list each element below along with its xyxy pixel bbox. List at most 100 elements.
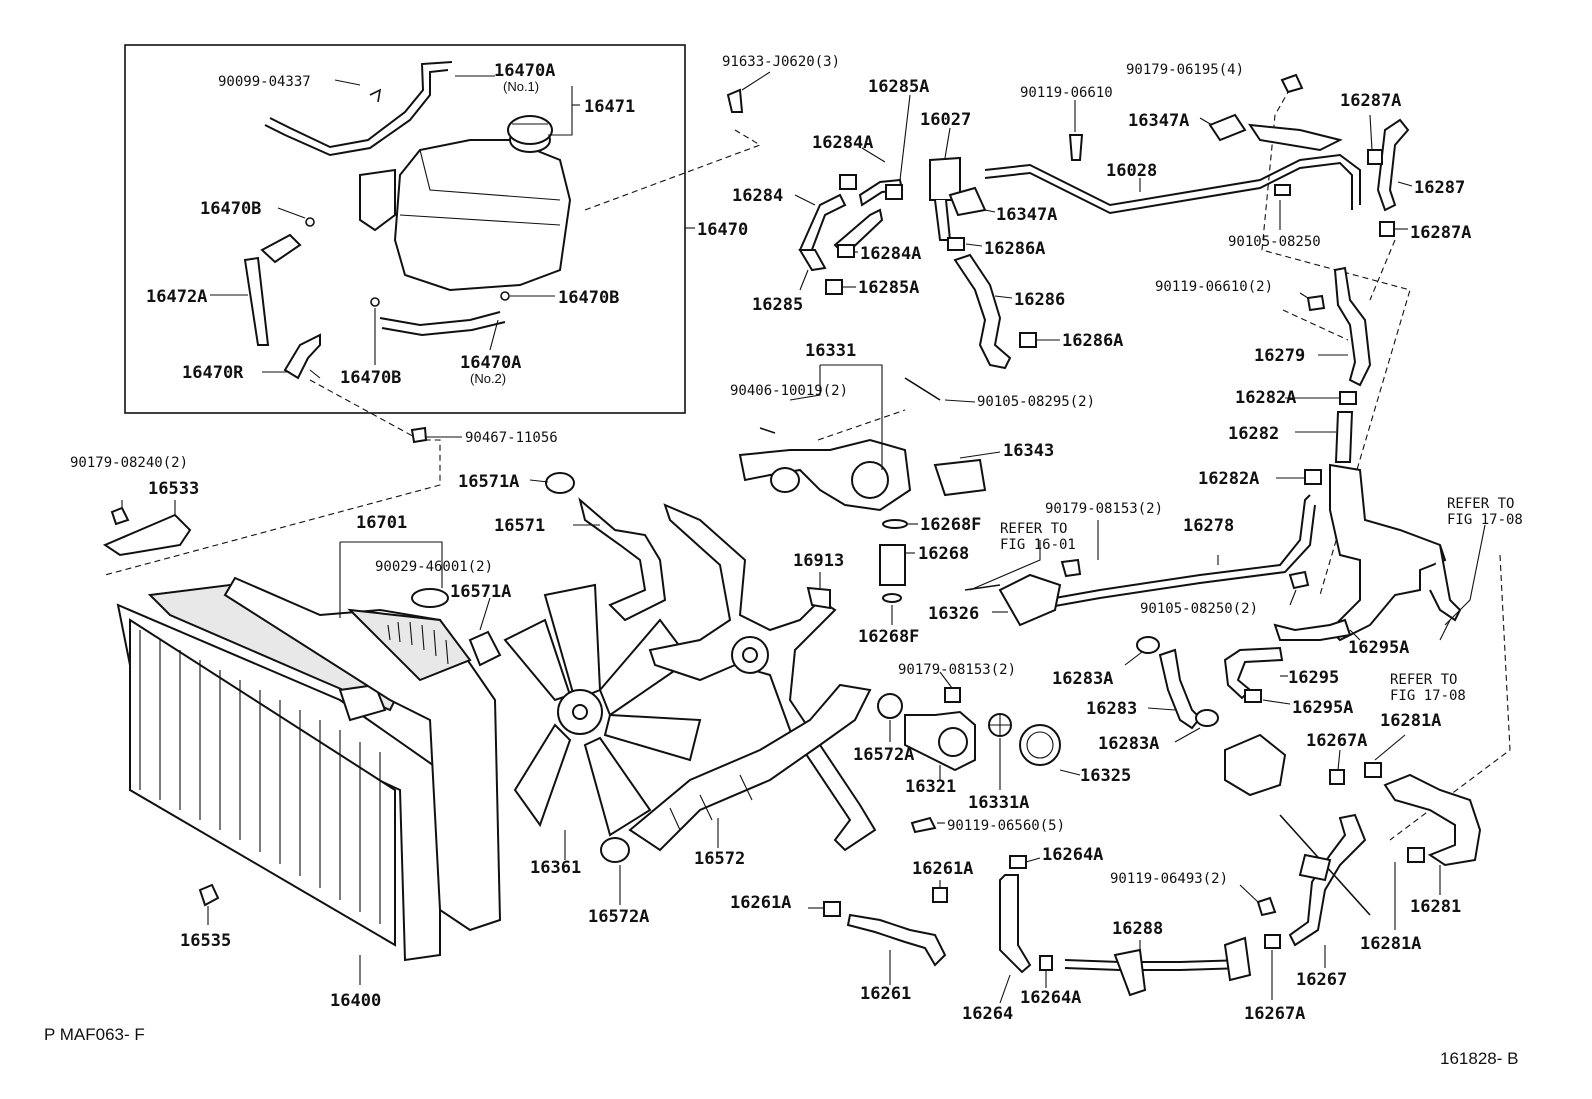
label-16470B-bottom: 16470B [340, 368, 401, 388]
shroud-ring [347, 608, 472, 682]
label-16264: 16264 [962, 1004, 1013, 1024]
reservoir-edge [419, 149, 561, 201]
fan-pulley-center [742, 647, 758, 663]
label-16471: 16471 [584, 97, 635, 117]
leader [969, 540, 1041, 591]
label-16326: 16326 [928, 604, 979, 624]
label-16279: 16279 [1254, 346, 1305, 366]
fan-hub-center [572, 704, 588, 720]
leader [479, 597, 491, 631]
leader [944, 127, 951, 159]
note-refer-17-08-top-line2: FIG 17-08 [1447, 512, 1523, 528]
leader [984, 209, 996, 213]
clamp-16264A-bottom [1039, 955, 1053, 971]
label-16284: 16284 [732, 186, 783, 206]
inlet-flange [938, 727, 968, 757]
leader [799, 269, 809, 291]
clamp-16267A-bottom [1264, 934, 1281, 949]
hose-16470A-no2-outline [381, 321, 506, 337]
leader [741, 71, 771, 91]
label-16470B-right: 16470B [558, 288, 619, 308]
hose-16283 [1158, 648, 1202, 730]
pipe-16028 [984, 153, 1361, 207]
label-16331: 16331 [805, 341, 856, 361]
label-90179-06195: 90179-06195(4) [1126, 62, 1244, 78]
label-16287A-top: 16287A [1340, 91, 1401, 111]
leader [1299, 292, 1309, 299]
label-16261: 16261 [860, 984, 911, 1004]
guide-dashed [584, 129, 762, 211]
clamp-16261A-left [823, 901, 841, 917]
label-16533: 16533 [148, 479, 199, 499]
leader [1397, 181, 1413, 187]
clamp-16571A-top [545, 472, 575, 494]
hose-16287 [1376, 118, 1410, 212]
bracket-16913 [806, 586, 831, 610]
clamp-16295A-bottom [1244, 689, 1262, 703]
leader [999, 974, 1011, 1004]
leader [1199, 117, 1213, 126]
gasket-16268F-bottom [882, 593, 902, 603]
hose-16295 [1223, 646, 1284, 700]
stud-90406-10019 [759, 427, 776, 434]
bracket-16288-right [1223, 936, 1252, 982]
label-16281: 16281 [1410, 897, 1461, 917]
label-16264A-bottom: 16264A [1020, 988, 1081, 1008]
label-90105-08250-top: 90105-08250 [1228, 234, 1321, 250]
label-16295: 16295 [1288, 668, 1339, 688]
radiator-assembly [102, 500, 502, 985]
label-90105-08295: 90105-08295(2) [977, 394, 1095, 410]
bracket-16288 [1113, 948, 1147, 997]
label-16295A-top: 16295A [1348, 638, 1409, 658]
reservoir-cap-16471 [507, 115, 553, 145]
radiator-fins [139, 630, 381, 924]
bracket-16533 [102, 513, 192, 557]
pipe-16028-outline [984, 161, 1353, 215]
label-16281A-bottom: 16281A [1360, 934, 1421, 954]
clamp-16286A-top [947, 237, 965, 251]
clamp-16285A-mid [825, 279, 843, 295]
label-90179-08153-top: 90179-08153(2) [1045, 501, 1163, 517]
oil-filter [1224, 733, 1287, 797]
leader [1059, 769, 1081, 776]
pipe-16278 [1054, 494, 1311, 599]
leader [529, 479, 549, 483]
fan-16361 [503, 583, 702, 860]
clip-16470B-left [305, 217, 315, 227]
gasket-16325 [1019, 724, 1061, 766]
nut-90179-08153-mid [944, 687, 961, 703]
bolt-90099-04337 [369, 88, 382, 103]
radiator-core [129, 618, 396, 947]
leader [1262, 699, 1291, 705]
leader [1349, 629, 1361, 641]
clamp-16572A-bottom [600, 837, 630, 863]
bolt-90119-06610-top [1068, 134, 1084, 161]
label-16470A-bottom-sub: (No.2) [470, 371, 506, 386]
label-16268F-top: 16268F [920, 515, 981, 535]
label-16283: 16283 [1086, 699, 1137, 719]
hose-16286 [953, 253, 1012, 370]
leader [1369, 114, 1373, 151]
hose-ribs [669, 774, 753, 831]
label-16572: 16572 [694, 849, 745, 869]
note-refer-17-08-bot-line1: REFER TO [1390, 672, 1457, 688]
leader [1337, 749, 1341, 771]
leader [861, 147, 886, 163]
label-90105-08250-mid: 90105-08250(2) [1140, 601, 1258, 617]
label-90119-06560: 90119-06560(5) [947, 818, 1065, 834]
label-90406-10019: 90406-10019(2) [730, 383, 848, 399]
hose-16264 [999, 874, 1032, 974]
label-90119-06610-mid: 90119-06610(2) [1155, 279, 1273, 295]
label-16470: 16470 [697, 220, 748, 240]
label-16261A-left: 16261A [730, 893, 791, 913]
fan-bracket [648, 503, 877, 852]
hose-16572 [628, 683, 872, 852]
leader [340, 541, 443, 588]
clamp-16281A-top [1364, 762, 1382, 778]
clamp-90029-46001 [411, 588, 449, 608]
pipe-16288-group [1064, 884, 1277, 997]
label-16470A-top: 16470A [494, 61, 555, 81]
label-16264A-top: 16264A [1042, 845, 1103, 865]
hose-16281-group [1264, 734, 1482, 1000]
clamp-16284A-mid [837, 244, 855, 258]
